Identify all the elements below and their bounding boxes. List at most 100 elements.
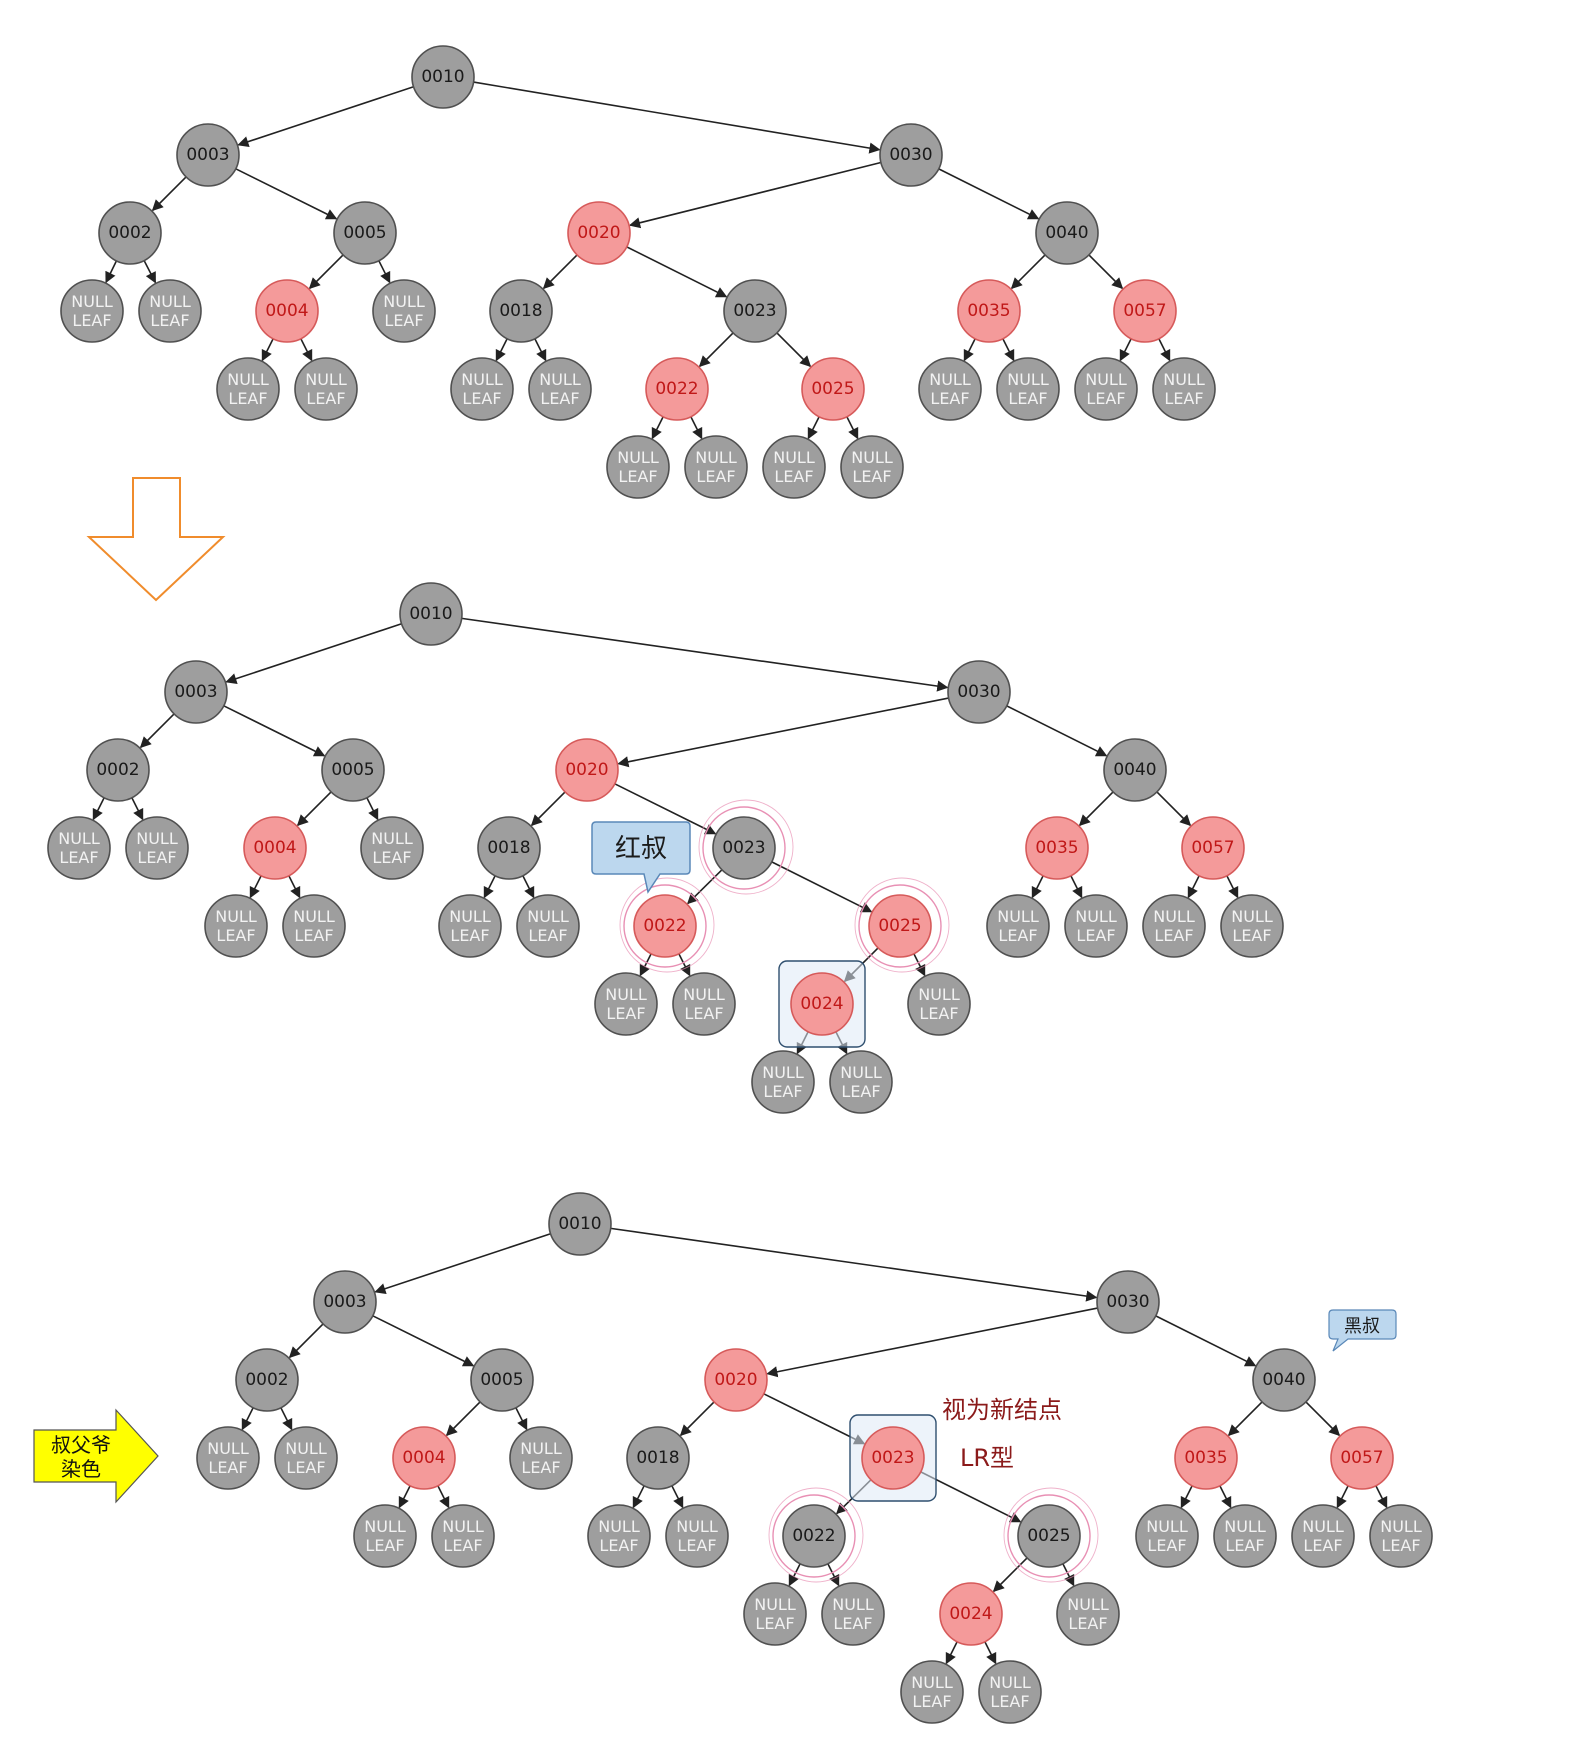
leaf-label-line2: LEAF: [384, 311, 423, 330]
leaf-label-line1: NULL: [754, 1595, 796, 1614]
tree-node-0023: 0023: [712, 816, 776, 880]
edges: [92, 617, 1239, 1055]
node-key-label: 0004: [265, 301, 308, 321]
leaf-label-line2: LEAF: [443, 1536, 482, 1555]
leaf-label-line1: NULL: [442, 1517, 484, 1536]
edge-0025-leaf: [807, 416, 820, 440]
tree-node-0018: 0018: [489, 279, 553, 343]
leaf-circle: [60, 279, 124, 343]
node-key-label: 0020: [577, 223, 620, 243]
edge-0040-0035: [1227, 1401, 1263, 1437]
edge-0035-leaf: [1070, 875, 1083, 899]
leaf-circle: [594, 972, 658, 1036]
leaf-label-line1: NULL: [1075, 907, 1117, 926]
leaf-circle: [829, 1050, 893, 1114]
black-node-circle: [470, 1348, 534, 1412]
red-node-circle: [861, 1426, 925, 1490]
black-node-circle: [626, 1426, 690, 1490]
black-node-circle: [1103, 738, 1167, 802]
edge-0023-0025: [771, 861, 873, 913]
edge-0010-0003: [225, 623, 402, 685]
node-key-label: 0018: [636, 1448, 679, 1468]
leaf-label-line2: LEAF: [72, 311, 111, 330]
edge-0023-0022: [698, 332, 734, 368]
red-node-circle: [633, 894, 697, 958]
node-key-label: 0010: [409, 604, 452, 624]
leaf-label-line1: NULL: [598, 1517, 640, 1536]
black-node-circle: [313, 1270, 377, 1334]
leaf-label-line1: NULL: [215, 907, 257, 926]
tree-node-0002: 0002: [98, 201, 162, 265]
leaf-circle: [47, 816, 111, 880]
leaf-circle: [1135, 1504, 1199, 1568]
leaf-label-line1: NULL: [227, 370, 269, 389]
leaf-label-line1: NULL: [1380, 1517, 1422, 1536]
edge-0030-0040: [1155, 1315, 1257, 1367]
leaf-label-line2: LEAF: [841, 1082, 880, 1101]
edge-0040-0057: [1305, 1401, 1341, 1437]
edge-0040-0057: [1088, 254, 1124, 290]
node-key-label: 0030: [1106, 1292, 1149, 1312]
leaf-label-line2: LEAF: [1068, 1614, 1107, 1633]
leaf-label-line1: NULL: [773, 448, 815, 467]
black-node-circle: [321, 738, 385, 802]
leaf-label-line2: LEAF: [618, 467, 657, 486]
leaf-label-line2: LEAF: [1086, 389, 1125, 408]
leaf-label-line1: NULL: [1085, 370, 1127, 389]
node-key-label: 0010: [421, 67, 464, 87]
leaf-label-line2: LEAF: [228, 389, 267, 408]
edge-0040-0035: [1078, 791, 1114, 827]
black-node-circle: [548, 1192, 612, 1256]
edge-0003-0002: [151, 176, 187, 212]
lr-type-note: LR型: [960, 1444, 1014, 1472]
edge-0005-0004: [308, 254, 344, 290]
leaf-circle: [516, 894, 580, 958]
highlight-ring-outer-0025: [854, 877, 950, 973]
edge-0005-leaf: [378, 260, 391, 284]
leaf-label-line1: NULL: [293, 907, 335, 926]
highlight-ring-0022: [772, 1494, 856, 1578]
black-node-circle: [782, 1504, 846, 1568]
leaf-label-line2: LEAF: [1076, 926, 1115, 945]
edge-0002-leaf: [105, 260, 118, 284]
leaf-label-line1: NULL: [371, 829, 413, 848]
highlight-ring-0022: [623, 884, 707, 968]
tree-node-0020: 0020: [704, 1348, 768, 1412]
black-node-circle: [712, 816, 776, 880]
red-node-circle: [1181, 816, 1245, 880]
edge-0018-leaf: [534, 338, 547, 362]
red-node-circle: [957, 279, 1021, 343]
leaf-circle: [282, 894, 346, 958]
tree-node-0025: 0025: [868, 894, 932, 958]
edge-0057-leaf: [1158, 338, 1171, 362]
edge-0010-0030: [461, 617, 949, 692]
leaf-label-line1: NULL: [1067, 1595, 1109, 1614]
black-node-circle: [1017, 1504, 1081, 1568]
leaf-label-line1: NULL: [929, 370, 971, 389]
node-key-label: 0022: [655, 379, 698, 399]
node-key-label: 0020: [714, 1370, 757, 1390]
node-key-label: 0035: [1184, 1448, 1227, 1468]
edge-0022-leaf: [639, 953, 652, 977]
node-key-label: 0003: [323, 1292, 366, 1312]
tree-node-0030: 0030: [947, 660, 1011, 724]
